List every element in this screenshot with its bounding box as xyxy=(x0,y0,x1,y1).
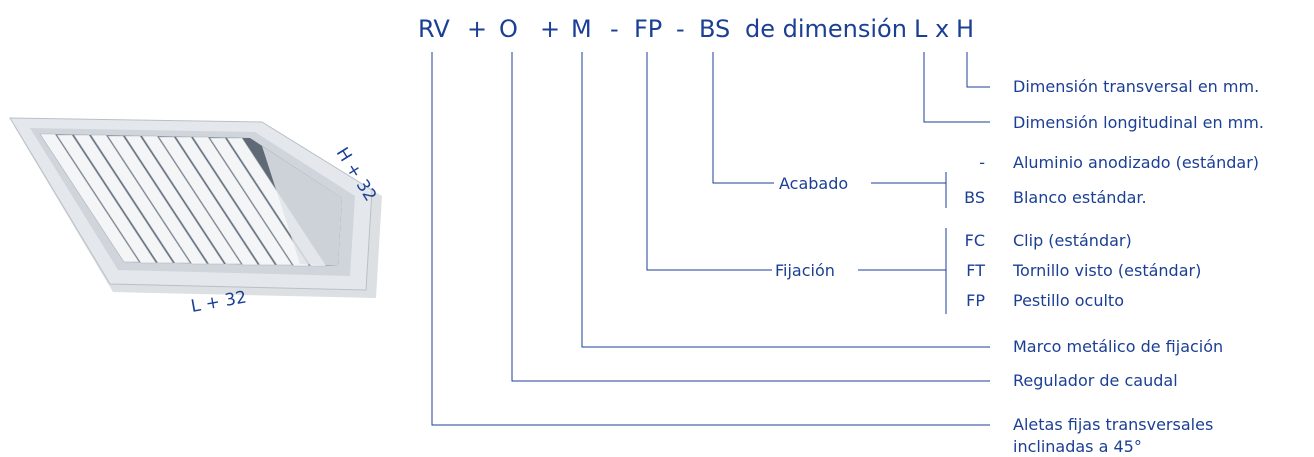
leader-rv xyxy=(431,52,990,426)
leader-h xyxy=(966,52,990,88)
fijacion-option-text-2: Tornillo visto (estándar) xyxy=(1012,261,1201,280)
leader-o xyxy=(511,52,990,382)
code-rv: RV xyxy=(418,15,450,43)
code-bs: BS xyxy=(699,15,730,43)
acabado-option-code-1: - xyxy=(979,153,985,172)
leader-m xyxy=(581,52,990,348)
code-l: L xyxy=(914,15,928,43)
fijacion-option-code-2: FT xyxy=(966,261,985,280)
code-de-dimension: de dimensión xyxy=(745,15,907,43)
code-plus-2: + xyxy=(540,15,560,43)
leader-fp xyxy=(646,52,772,271)
product-code: RV + O + M - FP - BS de dimensión L x H xyxy=(418,15,974,43)
fijacion-option-text-1: Clip (estándar) xyxy=(1013,231,1132,250)
fijacion-option-text-3: Pestillo oculto xyxy=(1013,291,1124,310)
desc-o: Regulador de caudal xyxy=(1013,371,1178,390)
fijacion-option-code-1: FC xyxy=(965,231,985,250)
fijacion-label: Fijación xyxy=(775,261,835,280)
grille-end-plate xyxy=(262,146,342,266)
leader-lines xyxy=(431,52,990,426)
code-x: x xyxy=(935,15,949,43)
desc-rv-line1: Aletas fijas transversales xyxy=(1013,415,1213,434)
desc-rv-line2: inclinadas a 45° xyxy=(1013,437,1142,456)
code-fp: FP xyxy=(634,15,662,43)
code-m: M xyxy=(571,15,592,43)
acabado-option-text-2: Blanco estándar. xyxy=(1013,188,1147,207)
code-dash-2: - xyxy=(676,15,685,43)
desc-h: Dimensión transversal en mm. xyxy=(1013,77,1259,96)
code-h: H xyxy=(956,15,974,43)
code-dash-1: - xyxy=(610,15,619,43)
acabado-label: Acabado xyxy=(779,174,848,193)
code-plus-1: + xyxy=(467,15,487,43)
leader-l xyxy=(923,52,990,123)
code-o: O xyxy=(499,15,518,43)
desc-m: Marco metálico de fijación xyxy=(1013,337,1223,356)
acabado-option-text-1: Aluminio anodizado (estándar) xyxy=(1013,153,1259,172)
desc-l: Dimensión longitudinal en mm. xyxy=(1013,113,1264,132)
leader-bs xyxy=(712,52,774,184)
acabado-option-code-2: BS xyxy=(964,188,985,207)
fijacion-option-code-3: FP xyxy=(966,291,985,310)
grille-illustration xyxy=(9,117,382,298)
